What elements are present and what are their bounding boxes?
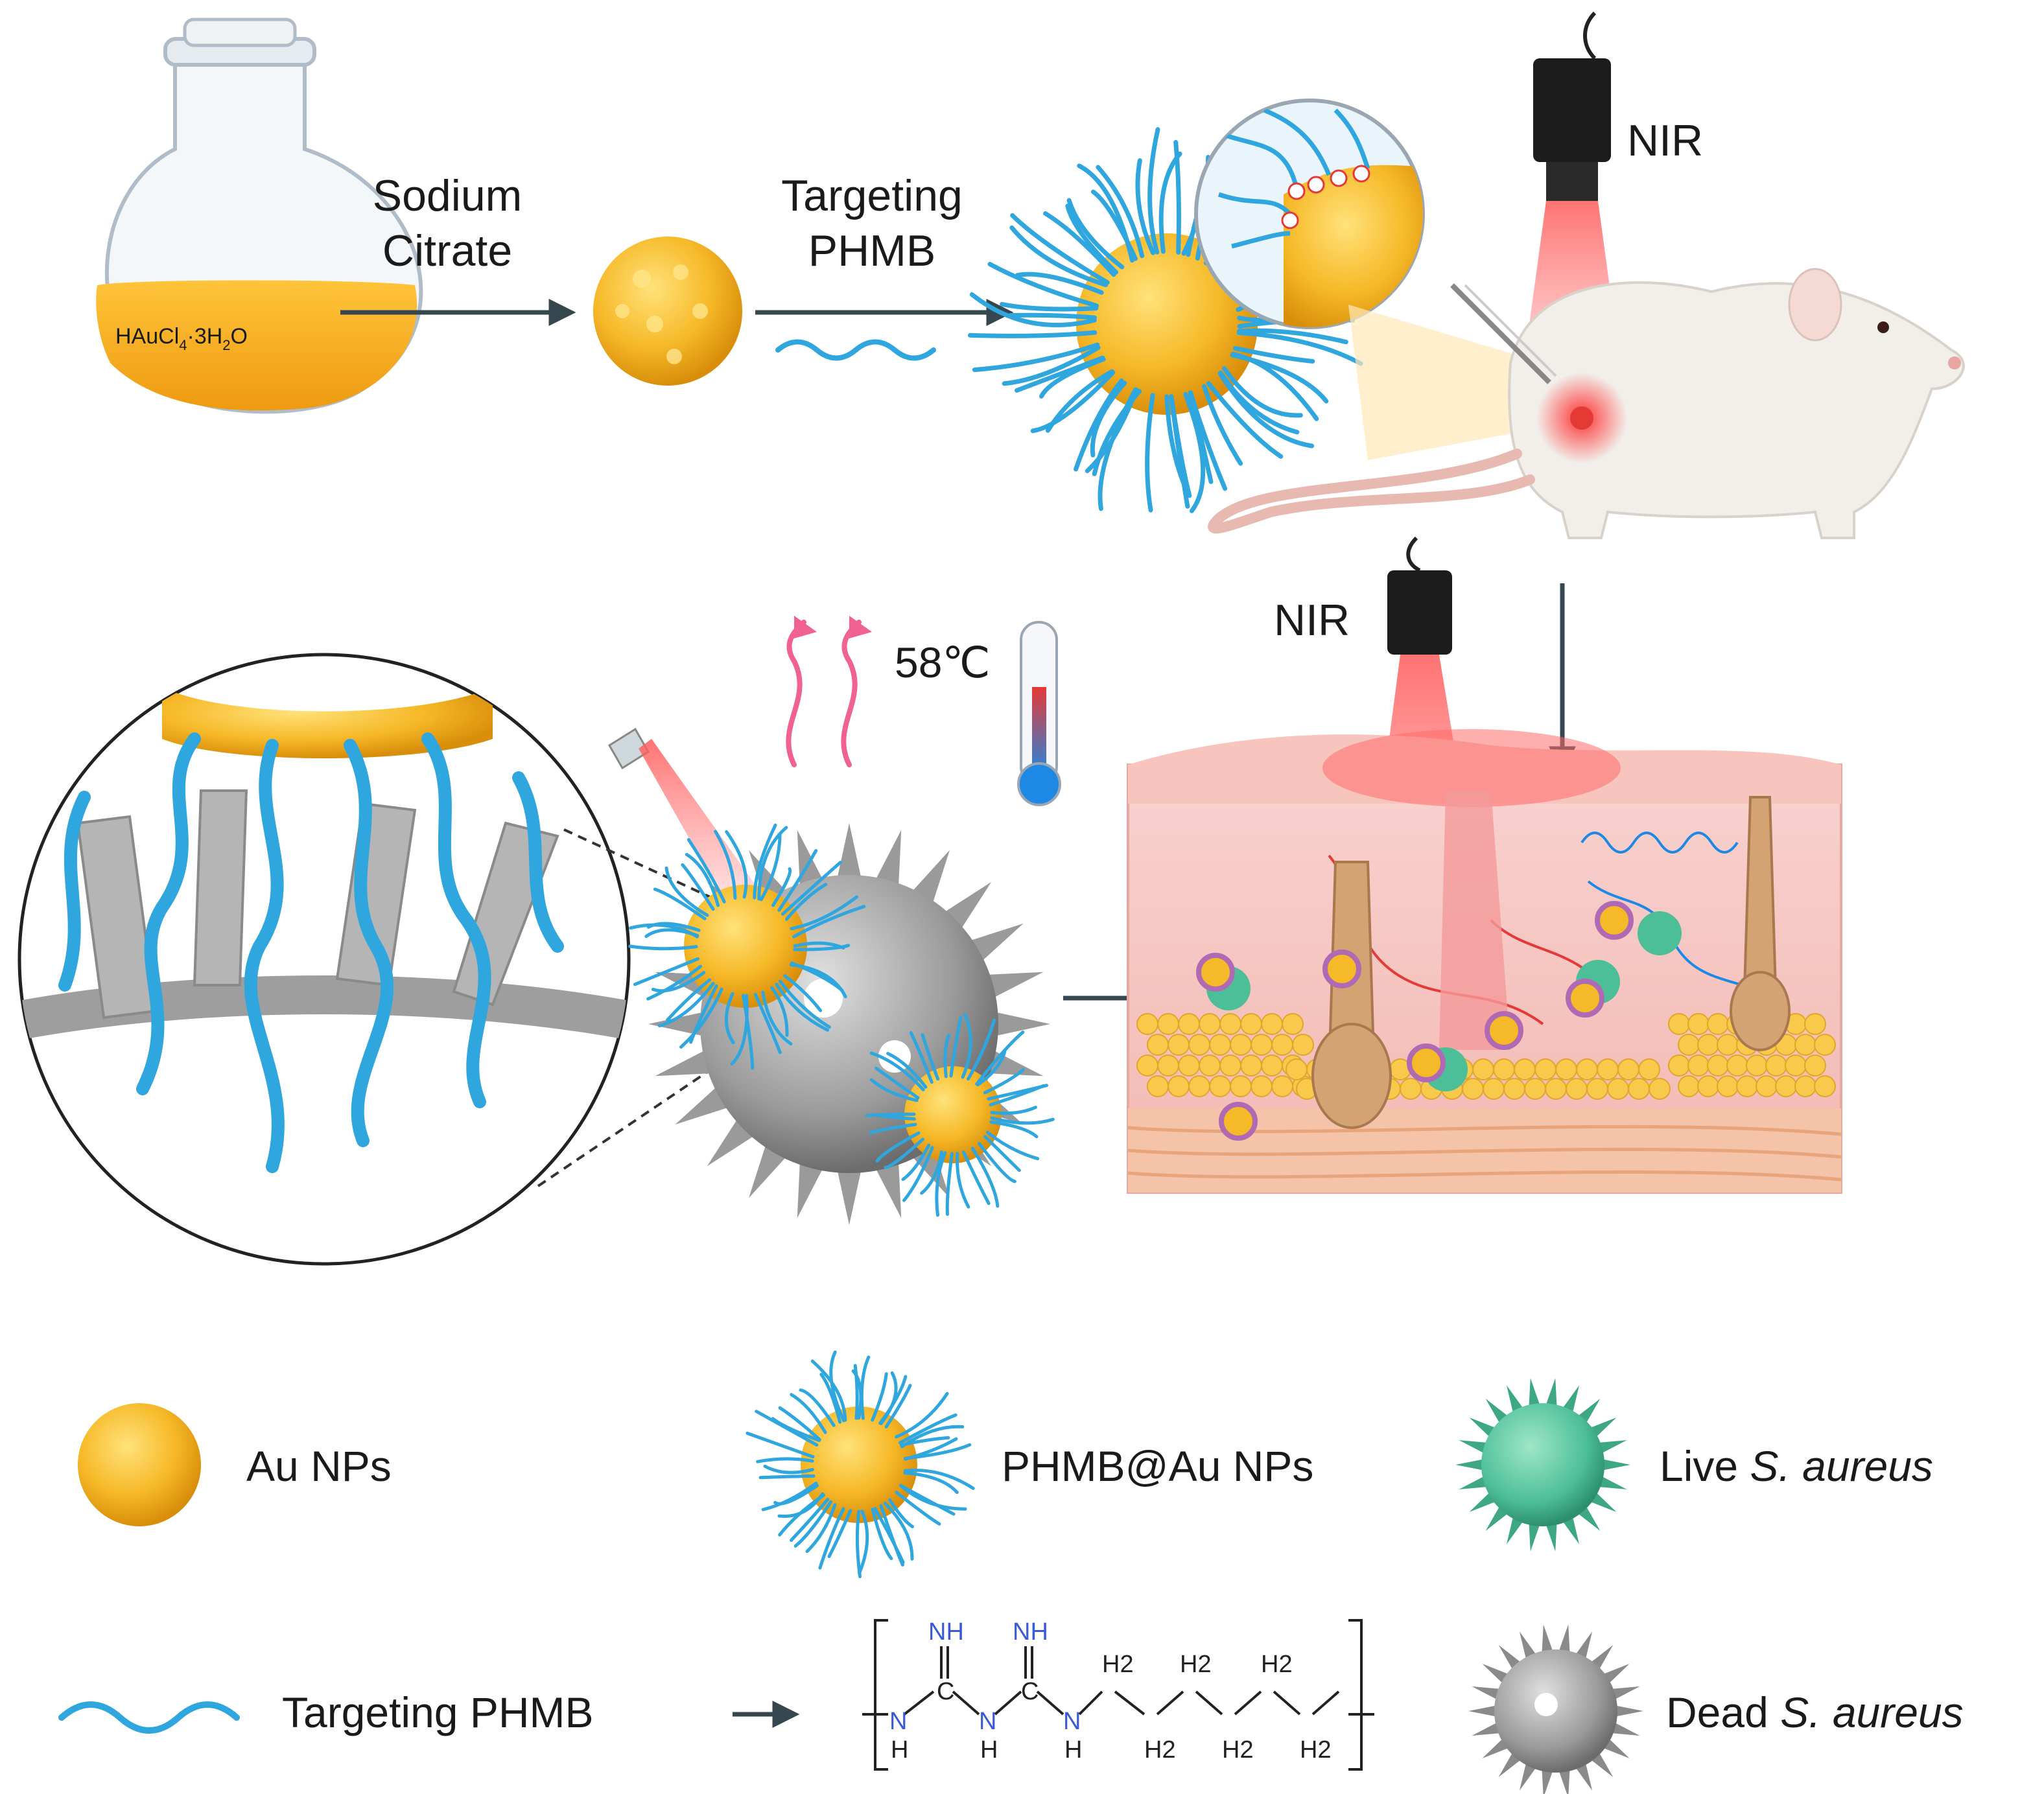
formula-c-1: C: [937, 1678, 954, 1705]
formula-nh-2: NH: [1013, 1618, 1048, 1646]
legend-targeting-phmb-label: Targeting PHMB: [282, 1688, 594, 1736]
mouse-illustration: [1208, 268, 1965, 539]
legend-dead-label: Dead S. aureus: [1666, 1688, 1964, 1736]
nir-top-label: NIR: [1627, 116, 1703, 165]
skin-section: [1127, 729, 1842, 1194]
flask-illustration: HAuCl4·3H2O: [96, 17, 423, 414]
legend: Au NPs PHMB@Au NPs Live S. aureus Target…: [58, 1350, 1964, 1794]
temperature-label: 58℃: [895, 638, 991, 686]
formula-h2-2: H2: [1180, 1651, 1212, 1678]
formula-h2-6: H2: [1300, 1736, 1332, 1764]
formula-h2-4: H2: [1144, 1736, 1176, 1764]
legend-au-nps: Au NPs: [78, 1403, 392, 1526]
legend-phmb-au-nps-label: PHMB@Au NPs: [1002, 1442, 1313, 1490]
step2-line2: PHMB: [808, 226, 935, 275]
au-np-product: [593, 237, 742, 386]
phmb-strand-icon: [775, 339, 936, 361]
thermometer-icon: [1017, 621, 1061, 806]
formula-h2-5: H2: [1222, 1736, 1254, 1764]
phmb-au-np-icon: [801, 1406, 917, 1523]
nir-mid-label: NIR: [1274, 596, 1350, 645]
step1-line2: Citrate: [382, 226, 512, 275]
heat-waves: [786, 616, 872, 767]
laser-pointer: [607, 727, 771, 927]
live-bacterium-icon: [1481, 1403, 1604, 1526]
formula-n-3: N: [1063, 1708, 1081, 1735]
phmb-strand-legend-icon: [58, 1701, 240, 1734]
formula-c-2: C: [1021, 1678, 1039, 1705]
legend-live-label: Live S. aureus: [1660, 1442, 1933, 1490]
legend-au-nps-label: Au NPs: [246, 1442, 392, 1490]
step2-line1: Targeting: [781, 171, 963, 220]
dead-bacterium-with-nps: [628, 823, 1055, 1225]
dead-bacterium-icon: [1494, 1649, 1617, 1773]
formula-h-3: H: [1064, 1736, 1082, 1764]
formula-n-2: N: [979, 1708, 996, 1735]
formula-n-1: N: [889, 1708, 907, 1735]
targeting-phmb-step: Targeting PHMB: [755, 171, 1014, 361]
legend-dead-bacteria: Dead S. aureus: [1468, 1624, 1964, 1794]
formula-h2-1: H2: [1102, 1651, 1134, 1678]
zoom-circle: [18, 653, 631, 1266]
legend-live-bacteria: Live S. aureus: [1455, 1378, 1933, 1552]
phmb-structural-formula: NH NH C C N N N H H H H2 H2 H2 H2 H2 H2: [862, 1618, 1374, 1771]
sodium-citrate-step: Sodium Citrate: [340, 171, 576, 326]
formula-h-1: H: [891, 1736, 908, 1764]
formula-nh-1: NH: [928, 1618, 964, 1646]
formula-h-2: H: [980, 1736, 998, 1764]
formula-h2-3: H2: [1261, 1651, 1293, 1678]
flask-label: HAuCl4·3H2O: [115, 324, 248, 353]
legend-phmb-au-nps: PHMB@Au NPs: [746, 1350, 1313, 1579]
step1-line1: Sodium: [373, 171, 523, 220]
au-np-icon: [78, 1403, 201, 1526]
legend-targeting-phmb: Targeting PHMB: [58, 1688, 800, 1736]
